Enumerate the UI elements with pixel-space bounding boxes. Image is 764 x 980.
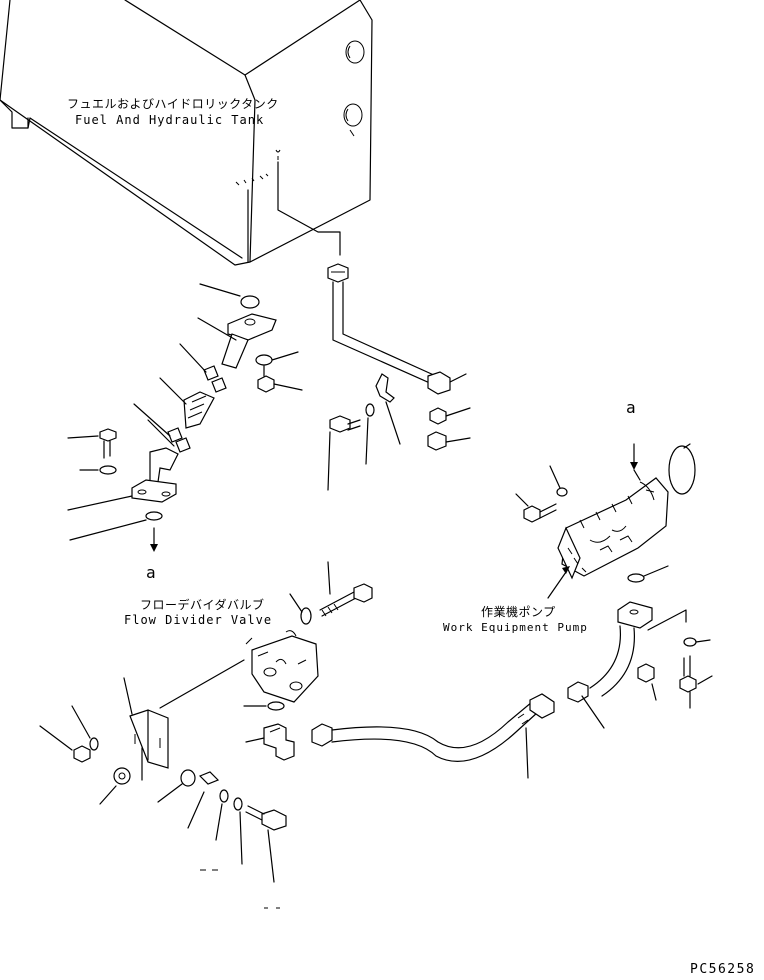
clamp-bolt-washer	[327, 373, 471, 491]
reference-mark-a-right: a	[626, 398, 637, 417]
work-equipment-pump	[515, 443, 696, 599]
suction-hose-assembly	[133, 283, 303, 453]
delivery-hose	[311, 681, 605, 779]
pump-label-jp: 作業機ポンプ	[481, 605, 556, 619]
tank-label-jp: フュエルおよびハイドロリックタンク	[67, 97, 279, 111]
tank-return-tube	[327, 263, 467, 395]
drawing-code: PC56258	[690, 962, 756, 977]
fuel-hydraulic-tank	[0, 0, 373, 266]
pump-outlet-tube	[589, 601, 713, 709]
flow-divider-valve	[243, 561, 373, 761]
valve-label-jp: フローデバイダバルブ	[140, 598, 265, 612]
reference-mark-a-left: a	[146, 563, 157, 582]
tank-label-en: Fuel And Hydraulic Tank	[75, 113, 265, 127]
valve-label-en: Flow Divider Valve	[124, 613, 273, 627]
pump-label-en: Work Equipment Pump	[443, 621, 588, 634]
mounting-bracket	[39, 659, 287, 909]
suction-elbow-flange	[67, 428, 179, 552]
